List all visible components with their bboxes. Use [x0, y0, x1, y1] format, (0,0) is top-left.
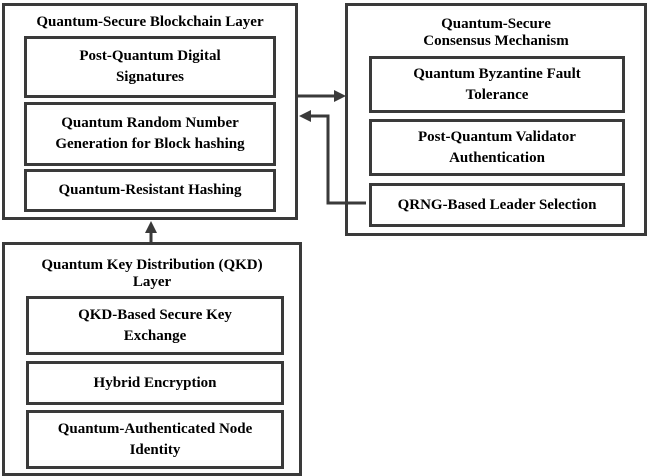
- qkd-to-blockchain-arrow: [145, 221, 157, 242]
- qrng-block-hashing-label: Quantum Random Number Generation for Blo…: [55, 115, 245, 152]
- hybrid-encryption-box: Hybrid Encryption: [26, 361, 284, 405]
- post-quantum-validator-authentication-label: Post-Quantum Validator Authentication: [418, 128, 576, 166]
- consensus-layer-title: Quantum-Secure Consensus Mechanism: [423, 16, 569, 49]
- quantum-byzantine-fault-tolerance-box: Quantum Byzantine Fault Tolerance: [369, 56, 625, 113]
- post-quantum-signatures-box: Post-Quantum Digital Signatures: [24, 36, 276, 98]
- quantum-byzantine-fault-tolerance-label: Quantum Byzantine Fault Tolerance: [413, 65, 581, 103]
- blockchain-layer-container: Quantum-Secure Blockchain Layer Post-Qua…: [2, 3, 298, 220]
- post-quantum-validator-authentication-box: Post-Quantum Validator Authentication: [369, 119, 625, 176]
- qkd-secure-key-exchange-label: QKD-Based Secure Key Exchange: [78, 306, 232, 344]
- quantum-resistant-hashing-label: Quantum-Resistant Hashing: [58, 182, 242, 198]
- quantum-authenticated-node-identity-label: Quantum-Authenticated Node Identity: [57, 420, 253, 458]
- quantum-authenticated-node-identity-box: Quantum-Authenticated Node Identity: [26, 410, 284, 469]
- qrng-leader-selection-box: QRNG-Based Leader Selection: [369, 183, 625, 227]
- qrng-block-hashing-box: Quantum Random Number Generation for Blo…: [24, 102, 276, 166]
- qkd-secure-key-exchange-box: QKD-Based Secure Key Exchange: [26, 296, 284, 355]
- qrng-leader-selection-label: QRNG-Based Leader Selection: [397, 196, 597, 213]
- hybrid-encryption-label: Hybrid Encryption: [93, 374, 217, 391]
- blockchain-to-consensus-arrow: [298, 90, 346, 102]
- quantum-resistant-hashing-box: Quantum-Resistant Hashing: [24, 169, 276, 212]
- post-quantum-signatures-label: Post-Quantum Digital Signatures: [79, 48, 221, 85]
- qkd-layer-title: Quantum Key Distribution (QKD) Layer: [41, 257, 263, 290]
- blockchain-layer-title: Quantum-Secure Blockchain Layer: [36, 14, 264, 30]
- qkd-layer-container: Quantum Key Distribution (QKD) Layer QKD…: [2, 242, 302, 476]
- consensus-layer-container: Quantum-Secure Consensus Mechanism Quant…: [345, 3, 647, 236]
